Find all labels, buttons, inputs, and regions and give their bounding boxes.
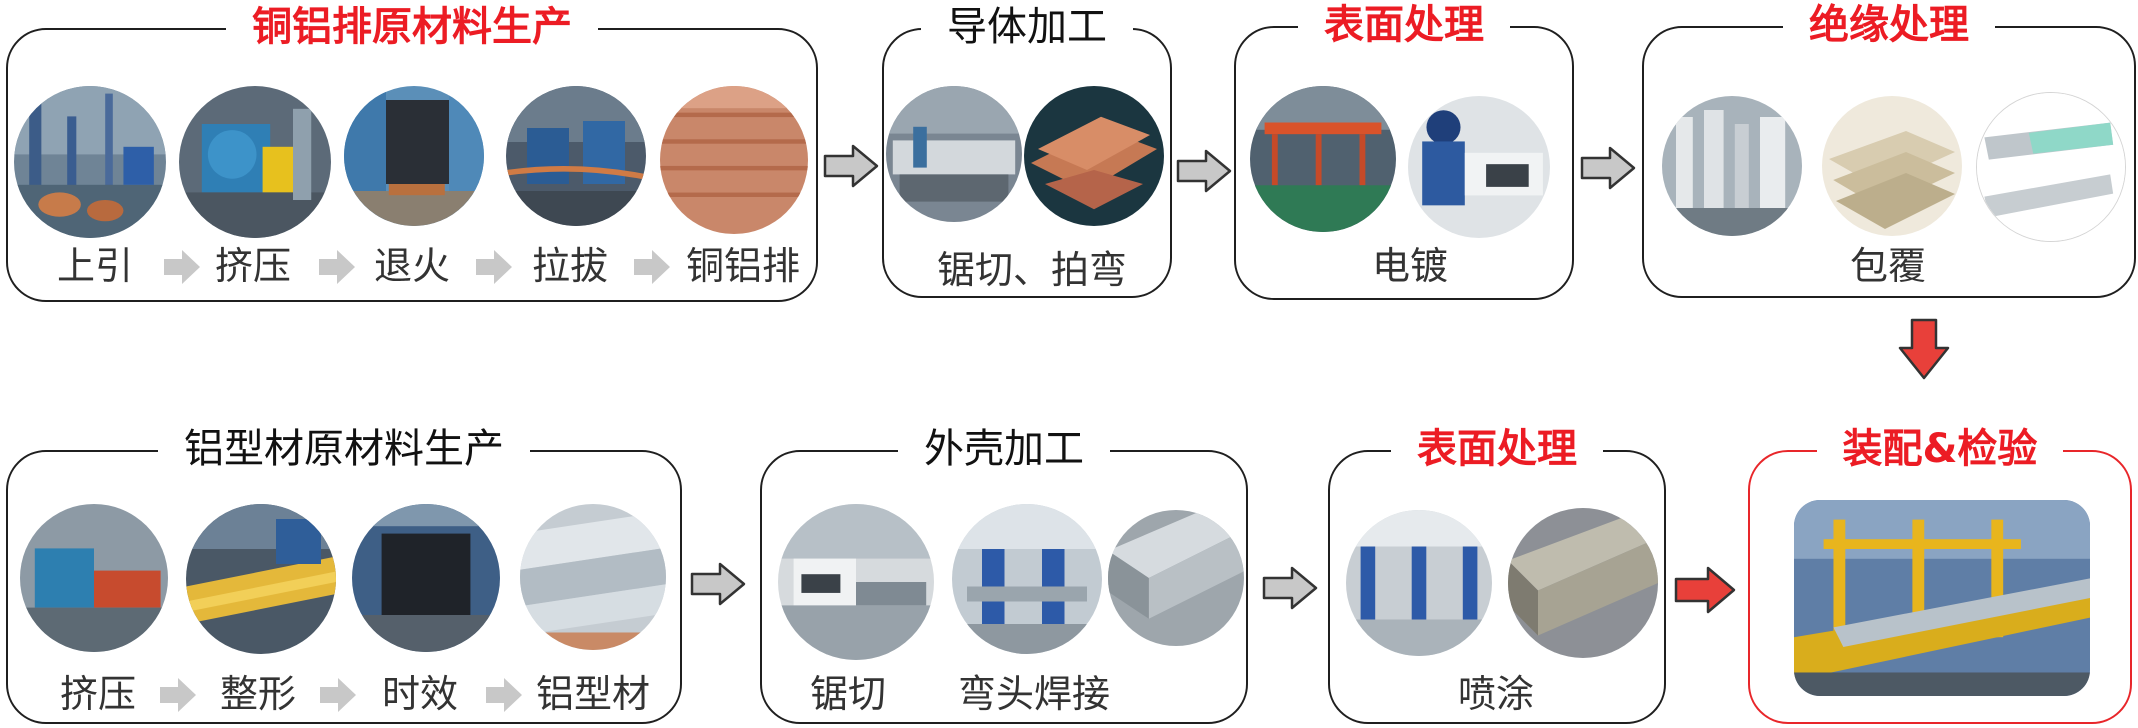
step-label: 上引 (57, 244, 134, 288)
photo-coated-busbar (1976, 92, 2126, 242)
box-title: 铝型材原材料生产 (158, 424, 530, 474)
process-caption: 弯头焊接 (958, 672, 1111, 716)
photo-upcasting (14, 86, 166, 238)
flow-arrow-icon (1176, 149, 1232, 193)
step-label: 拉拔 (532, 244, 609, 288)
housing-processing-box: 外壳加工 (760, 424, 1248, 724)
process-caption: 锯切 (810, 672, 887, 716)
insulation-treatment-box: 绝缘处理 (1642, 0, 2136, 298)
step-arrow-icon (320, 678, 356, 712)
process-caption: 锯切、拍弯 (937, 248, 1128, 292)
photo-al-profile (520, 504, 666, 650)
red-flow-arrow-icon (1674, 566, 1736, 614)
flow-arrow-icon (823, 144, 879, 188)
step-label: 铜铝排 (686, 244, 801, 288)
step-label: 时效 (382, 672, 459, 716)
flow-arrow-icon (690, 562, 746, 606)
surface-treatment-box-bottom: 表面处理 (1328, 424, 1666, 724)
photo-al-aging (352, 504, 500, 652)
step-arrow-icon (160, 678, 196, 712)
box-title: 表面处理 (1391, 424, 1603, 474)
step-label: 退火 (374, 244, 451, 288)
photo-drawing (506, 86, 646, 226)
step-arrow-icon (486, 678, 522, 712)
photo-bending (1024, 86, 1164, 226)
assembly-inspection-box: 装配&检验 (1748, 424, 2132, 724)
surface-treatment-box-top: 表面处理 (1234, 0, 1574, 300)
step-label: 整形 (220, 672, 297, 716)
copper-aluminum-bar-raw-material-box: 铜铝排原材料生产 (6, 2, 818, 302)
photo-al-extrusion (20, 504, 168, 652)
photo-housing-profile (1108, 510, 1244, 646)
photo-conductor-sawing (886, 86, 1022, 222)
step-label: 挤压 (215, 244, 292, 288)
conductor-processing-box: 导体加工 (882, 2, 1172, 298)
flow-arrow-icon (1580, 146, 1636, 190)
step-label: 铝型材 (536, 672, 651, 716)
box-title: 装配&检验 (1816, 424, 2064, 474)
box-title: 导体加工 (921, 2, 1133, 52)
photo-spray-coated-housing (1508, 508, 1658, 658)
photo-elbow-welding (952, 504, 1102, 654)
step-arrow-icon (476, 250, 512, 284)
photo-insulated-bars (1822, 96, 1962, 236)
step-arrow-icon (319, 250, 355, 284)
photo-assembly-line (1794, 500, 2090, 696)
photo-electroplating-line (1250, 86, 1396, 232)
photo-spray-line (1346, 510, 1492, 656)
box-title: 铜铝排原材料生产 (226, 2, 598, 52)
photo-copper-aluminum-bar (660, 86, 808, 234)
photo-annealing (344, 86, 484, 226)
step-arrow-icon (634, 250, 670, 284)
photo-insulation-line (1662, 96, 1802, 236)
box-title: 外壳加工 (898, 424, 1110, 474)
process-caption: 电镀 (1372, 244, 1449, 288)
box-title: 绝缘处理 (1783, 0, 1995, 50)
flow-arrow-icon (1262, 566, 1318, 610)
photo-extrusion (179, 86, 331, 238)
process-caption: 包覆 (1850, 244, 1927, 288)
down-arrow-icon (1898, 318, 1950, 380)
process-caption: 喷涂 (1458, 672, 1535, 716)
photo-electroplating-inspection (1408, 96, 1550, 238)
box-title: 表面处理 (1298, 0, 1510, 50)
step-arrow-icon (164, 250, 200, 284)
aluminum-profile-raw-material-box: 铝型材原材料生产 (6, 424, 682, 724)
photo-al-straightening (186, 504, 336, 654)
step-label: 挤压 (60, 672, 137, 716)
photo-housing-sawing (778, 504, 934, 660)
